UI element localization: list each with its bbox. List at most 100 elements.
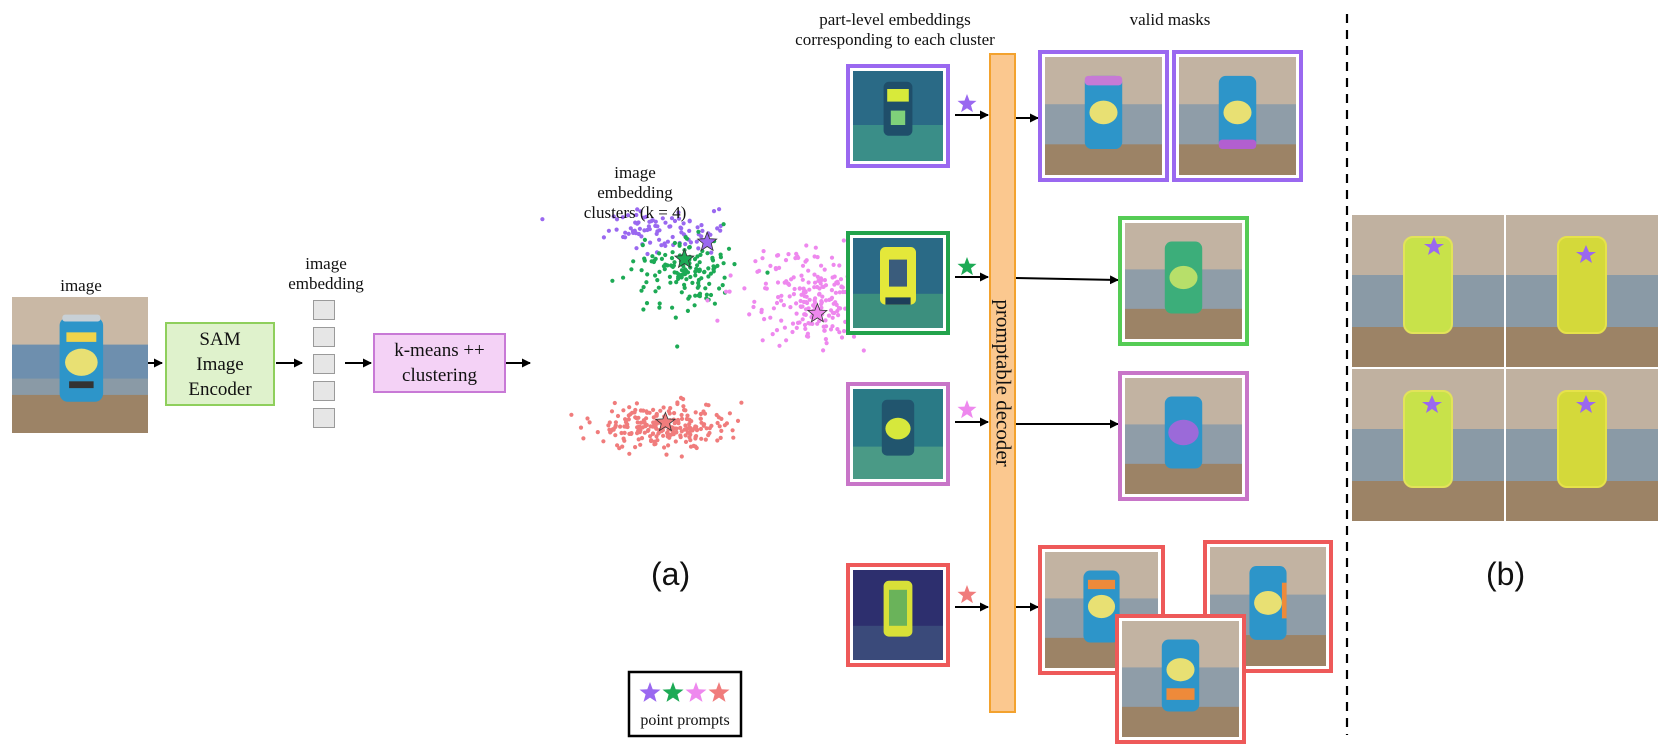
scatter-point-pink: [776, 253, 781, 258]
scatter-point-red: [683, 423, 688, 428]
scatter-point-red: [622, 438, 627, 443]
promptable-decoder-bar: promptable decoder: [989, 53, 1016, 713]
scatter-point-purple: [717, 207, 722, 212]
scatter-point-purple: [655, 224, 660, 229]
scatter-point-green: [707, 281, 712, 286]
scatter-point-pink: [800, 277, 805, 282]
mask-green: [1118, 216, 1249, 346]
scatter-point-green: [674, 280, 679, 285]
scatter-point-pink: [800, 263, 806, 268]
scatter-point-pink: [819, 299, 824, 304]
scatter-point-red: [648, 434, 653, 439]
scatter-point-pink: [792, 286, 797, 292]
result-image-3: [1352, 369, 1504, 521]
scatter-point-red: [633, 407, 638, 413]
scatter-point-pink: [773, 267, 779, 272]
scatter-point-red: [717, 424, 722, 429]
scatter-point-pink: [794, 301, 799, 306]
scatter-point-red: [706, 403, 711, 408]
scatter-point-red: [648, 424, 653, 429]
scatter-point-red: [651, 420, 656, 425]
scatter-point-pink: [815, 321, 820, 326]
scatter-point-pink: [837, 290, 842, 295]
scatter-point-green: [657, 305, 662, 310]
scatter-point-pink: [790, 321, 796, 326]
scatter-point-red: [658, 408, 663, 413]
scatter-point-red: [694, 445, 699, 451]
scatter-point-purple: [653, 219, 658, 224]
scatter-point-pink: [760, 256, 765, 261]
scatter-point-green: [682, 269, 687, 274]
scatter-point-green: [675, 344, 680, 349]
scatter-point-pink: [728, 273, 733, 278]
scatter-point-pink: [779, 318, 784, 323]
scatter-point-red: [627, 451, 632, 456]
scatter-point-pink: [817, 291, 822, 296]
scatter-point-green: [712, 301, 718, 306]
scatter-point-red: [645, 428, 651, 433]
scatter-point-red: [656, 431, 661, 436]
scatter-point-green: [687, 245, 692, 250]
scatter-point-purple: [634, 246, 639, 251]
scatter-point-green: [695, 263, 700, 268]
scatter-point-red: [673, 439, 678, 444]
scatter-point-pink: [806, 306, 811, 311]
scatter-point-green: [650, 254, 655, 259]
scatter-point-pink: [828, 327, 834, 332]
scatter-point-green: [690, 280, 695, 285]
scatter-point-green: [706, 266, 711, 271]
scatter-point-pink: [821, 348, 826, 353]
scatter-point-purple: [623, 235, 628, 240]
scatter-point-purple: [699, 223, 704, 228]
scatter-point-purple: [655, 229, 660, 234]
scatter-point-red: [688, 438, 693, 443]
result-image-2: [1506, 215, 1658, 367]
scatter-point-green: [715, 263, 720, 268]
scatter-point-red: [661, 433, 666, 438]
scatter-point-red: [668, 406, 673, 411]
scatter-point-red: [735, 418, 741, 423]
scatter-point-red: [633, 445, 638, 450]
scatter-point-red: [715, 420, 720, 426]
scatter-point-pink: [835, 308, 840, 314]
can-photo-icon: [1125, 378, 1242, 494]
scatter-point-green: [642, 237, 648, 242]
scatter-point-red: [654, 426, 659, 431]
scatter-point-pink: [807, 287, 812, 292]
scatter-point-pink: [800, 292, 806, 297]
scatter-point-red: [612, 400, 617, 406]
scatter-point-red: [691, 443, 696, 448]
result-grid-images: [1352, 215, 1658, 521]
scatter-point-green: [670, 305, 675, 310]
scatter-point-red: [739, 400, 744, 405]
scatter-point-purple: [668, 224, 673, 229]
scatter-point-purple: [715, 226, 720, 231]
scatter-point-purple: [628, 226, 633, 231]
centroid-pink-star-icon: [806, 302, 828, 323]
sam-image-encoder-label: SAM Image Encoder: [188, 328, 252, 400]
heatmap-icon: [853, 238, 943, 328]
scatter-point-red: [698, 416, 703, 421]
scatter-point-purple: [634, 212, 639, 218]
scatter-point-green: [610, 278, 615, 283]
scatter-point-purple: [614, 217, 620, 222]
mask-red-2: [1203, 540, 1333, 673]
scatter-point-pink: [768, 263, 773, 268]
scatter-point-green: [717, 286, 722, 291]
scatter-point-red: [678, 425, 683, 430]
scatter-point-green: [649, 259, 654, 264]
scatter-point-red: [651, 407, 656, 412]
scatter-point-pink: [797, 286, 802, 291]
scatter-point-red: [662, 445, 667, 450]
scatter-point-red: [682, 427, 687, 432]
scatter-point-pink: [835, 327, 840, 332]
scatter-point-red: [569, 412, 574, 417]
scatter-point-pink: [833, 290, 839, 295]
scatter-point-pink: [832, 310, 837, 316]
scatter-point-red: [698, 426, 704, 432]
scatter-point-red: [649, 438, 654, 443]
scatter-point-purple: [711, 209, 717, 214]
scatter-point-green: [668, 280, 673, 285]
scatter-point-red: [665, 431, 670, 436]
scatter-point-red: [635, 420, 640, 425]
